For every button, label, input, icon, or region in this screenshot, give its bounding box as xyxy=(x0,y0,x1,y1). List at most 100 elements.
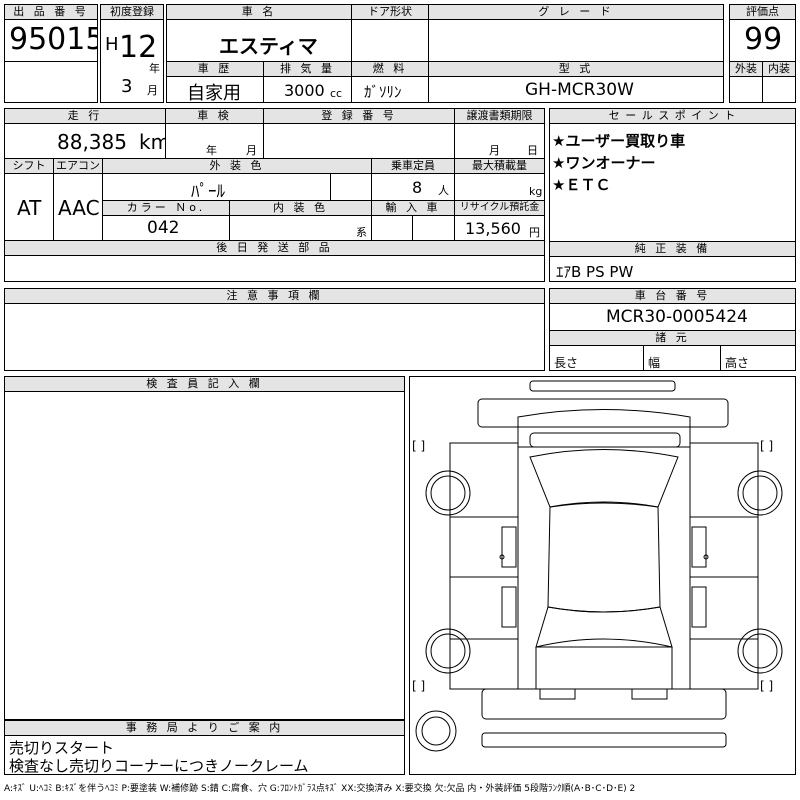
rear-lamp-r xyxy=(631,688,668,700)
left-front-door xyxy=(449,516,519,578)
left-rear-window xyxy=(501,586,517,628)
reg-no-label: 登 録 番 号 xyxy=(263,108,455,124)
grade-cell xyxy=(428,19,724,62)
fuel: ｶﾞｿﾘﾝ xyxy=(364,83,402,101)
legend: A:ｷｽﾞ U:ﾍｺﾐ B:ｷｽﾞを伴うﾍｺﾐ P:要塗装 W:補修跡 S:錆 … xyxy=(4,784,636,794)
hood xyxy=(517,409,691,448)
interior-label: 内装 xyxy=(762,61,796,77)
capacity-cell: 8 人 xyxy=(371,173,455,201)
height-label: 高さ xyxy=(725,356,750,370)
recycle: 13,560 xyxy=(465,219,521,238)
int-color-label: 内 装 色 xyxy=(229,200,372,216)
rear-bumper xyxy=(481,688,727,720)
roof xyxy=(547,502,661,613)
equipment-label: 純 正 装 備 xyxy=(549,241,796,257)
car-name-cell: エスティマ xyxy=(166,19,352,62)
load-unit: kg xyxy=(529,185,543,198)
chassis-label: 車 台 番 号 xyxy=(549,288,796,304)
inspection-year-unit: 年 xyxy=(206,144,217,157)
displacement-cell: 3000 cc xyxy=(263,76,352,103)
sales-points-label: セ ー ル ス ポ イ ン ト xyxy=(549,108,796,124)
reg-no-cell xyxy=(263,123,455,159)
inspection-cell: 年 月 xyxy=(165,123,264,159)
ext-color-label: 外 装 色 xyxy=(102,158,372,174)
color-no-label: カラー Ｎo. xyxy=(102,200,230,216)
year-unit: 年 xyxy=(149,62,160,75)
load-cell: kg xyxy=(454,173,545,201)
office-label: 事 務 局 よ り ご 案 内 xyxy=(4,720,405,736)
shift: AT xyxy=(17,196,42,220)
ext-color-extra xyxy=(330,173,372,201)
lot-no-cell: 95015 xyxy=(4,19,98,62)
wheel-front-left xyxy=(425,470,471,516)
model-cell: GH-MCR30W xyxy=(428,76,724,103)
load-label: 最大積載量 xyxy=(454,158,545,174)
wheel-front-left-inner xyxy=(430,475,466,511)
recycle-unit: 円 xyxy=(529,226,540,239)
door-cell xyxy=(351,19,429,62)
recycle-label: リサイクル預託金 xyxy=(454,200,545,216)
ac-cell: AAC xyxy=(53,173,103,241)
lot-no: 95015 xyxy=(9,22,98,57)
office-line-1: 売切りスタート xyxy=(9,739,115,757)
wheel-rear-left-inner xyxy=(430,633,466,669)
first-reg-cell: H 12 年 3 月 xyxy=(100,19,164,103)
mileage-unit: km xyxy=(139,130,165,154)
left-front-fender xyxy=(449,442,519,518)
transfer-cell: 月 日 xyxy=(454,123,545,159)
displacement-label: 排 気 量 xyxy=(263,61,352,77)
grade-label: グ レ ー ド xyxy=(428,4,724,20)
right-front-window xyxy=(691,526,707,568)
office-cell: 売切りスタート 検査なし売切りコーナーにつきノークレーム xyxy=(4,735,405,775)
front-bumper xyxy=(477,398,729,428)
exterior-cell xyxy=(729,76,763,103)
score-cell: 99 xyxy=(729,19,796,62)
width-label: 幅 xyxy=(648,356,661,370)
height-cell: 高さ xyxy=(720,345,796,371)
length-label: 長さ xyxy=(554,356,579,370)
chassis-cell: MCR30-0005424 xyxy=(549,303,796,331)
front-bumper-top xyxy=(529,380,676,392)
spare-tire xyxy=(415,710,457,752)
later-parts-label: 後 日 発 送 部 品 xyxy=(4,240,545,256)
capacity-unit: 人 xyxy=(438,184,449,197)
shift-label: シフト xyxy=(4,158,54,174)
right-front-door xyxy=(689,516,759,578)
color-no-cell: 042 xyxy=(102,215,230,241)
right-rear-door xyxy=(689,576,759,640)
sales-point-1: ★ユーザー買取り車 xyxy=(552,132,686,150)
car-diagram: [ ] [ ] [ ] [ ] xyxy=(409,376,796,775)
history-cell: 自家用 xyxy=(166,76,264,103)
mileage-label: 走 行 xyxy=(4,108,166,124)
dims-label: 諸 元 xyxy=(549,330,796,346)
office-line-2: 検査なし売切りコーナーにつきノークレーム xyxy=(9,757,309,775)
notes-cell xyxy=(4,303,545,371)
wheel-rear-left xyxy=(425,628,471,674)
wheel-rear-right-inner xyxy=(742,633,778,669)
score: 99 xyxy=(744,22,783,57)
width-cell: 幅 xyxy=(643,345,721,371)
inspector-area xyxy=(4,391,405,720)
wheel-rear-right xyxy=(737,628,783,674)
ext-color-cell: ﾊﾟｰﾙ xyxy=(102,173,331,201)
door-label: ドア形状 xyxy=(351,4,429,20)
sales-points-cell: ★ユーザー買取り車 ★ワンオーナー ★ＥＴＣ xyxy=(549,123,796,242)
right-front-fender xyxy=(689,442,759,518)
history: 自家用 xyxy=(187,83,241,103)
lot-no-label: 出 品 番 号 xyxy=(4,4,98,20)
exterior-label: 外装 xyxy=(729,61,763,77)
interior-cell xyxy=(762,76,796,103)
left-rear-fender xyxy=(449,638,519,690)
transfer-month-unit: 月 xyxy=(489,144,500,157)
transfer-label: 譲渡書類期限 xyxy=(454,108,545,124)
sales-point-2: ★ワンオーナー xyxy=(552,154,656,172)
inspection-label: 車 検 xyxy=(165,108,264,124)
mileage: 88,385 xyxy=(57,130,127,154)
fuel-cell: ｶﾞｿﾘﾝ xyxy=(351,76,429,103)
front-grille xyxy=(529,432,681,448)
first-reg-label: 初度登録 xyxy=(100,4,164,20)
mirror-right xyxy=(703,554,709,560)
displacement: 3000 xyxy=(284,81,325,100)
car-name-label: 車 名 xyxy=(166,4,352,20)
left-rear-door xyxy=(449,576,519,640)
